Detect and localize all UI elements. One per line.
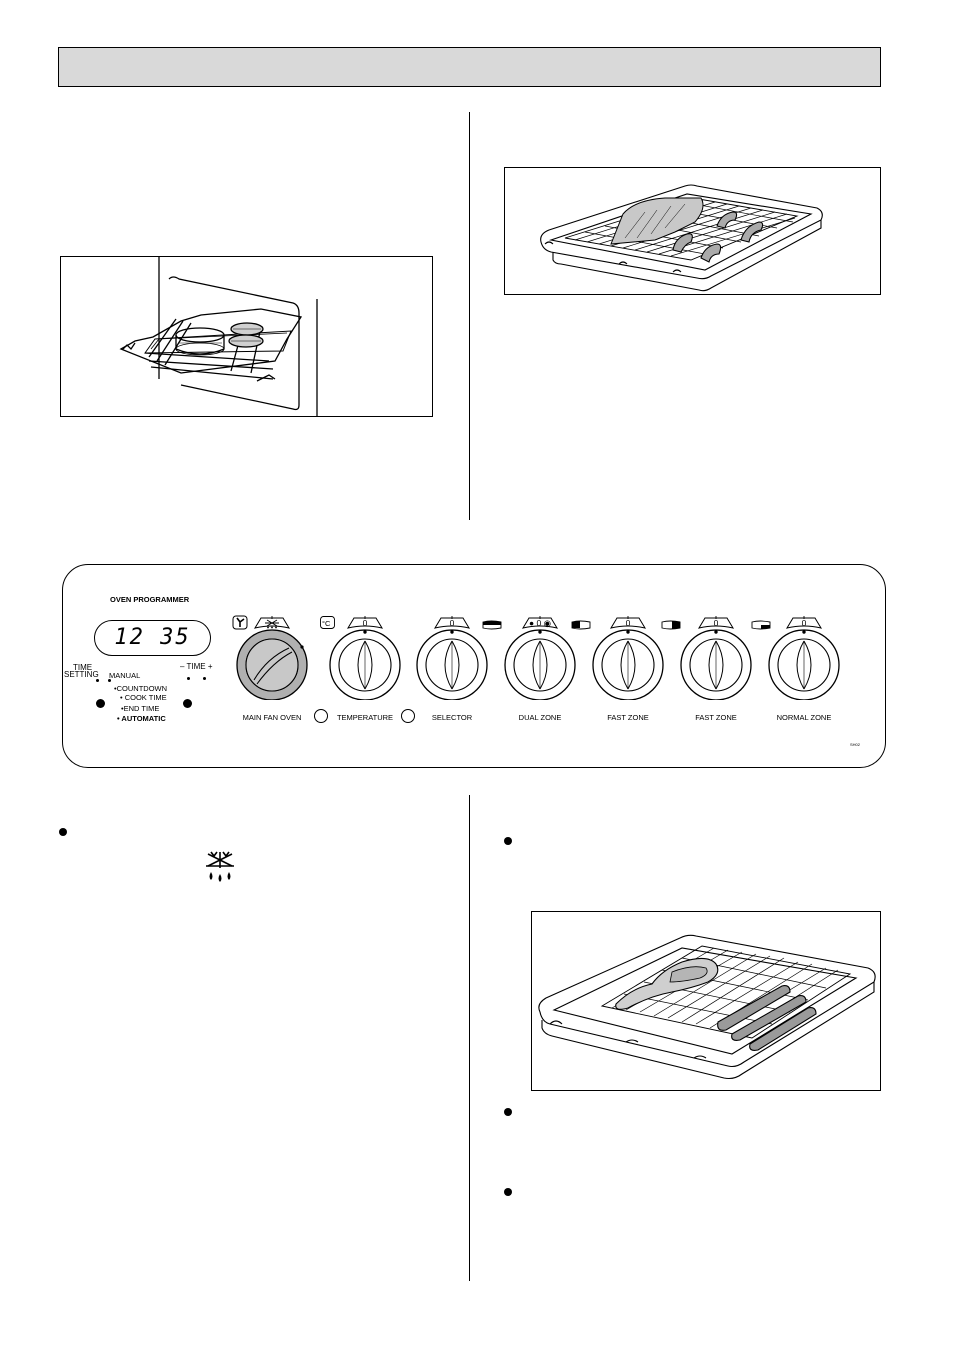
control-knob[interactable]: 0 — [407, 610, 497, 700]
knob-zero-mark: 0 — [363, 618, 368, 628]
dual-zone-ring-icon — [482, 620, 502, 630]
temperature-indicator-light — [401, 709, 415, 723]
bullet-point — [504, 1188, 512, 1196]
mode-manual: MANUAL — [109, 671, 141, 680]
time-adjust-button[interactable] — [183, 699, 192, 708]
time-adjust-label: – TIME + — [180, 662, 213, 671]
control-knob[interactable]: 0 — [583, 610, 673, 700]
control-knob[interactable]: 0 — [320, 610, 410, 700]
programmer-title: OVEN PROGRAMMER — [110, 595, 190, 604]
defrost-icon — [206, 851, 234, 882]
header-bar — [58, 47, 881, 87]
bullet-point — [59, 828, 67, 836]
control-knob[interactable]: ● 0 ◉ — [495, 610, 585, 700]
celsius-icon: °C — [320, 616, 335, 629]
fan-symbol-icon — [232, 615, 248, 630]
control-knob[interactable] — [227, 610, 317, 700]
mode-end-time: •END TIME — [121, 704, 160, 713]
time-setting-label-1: TIME — [73, 663, 93, 672]
knob-label: FAST ZONE — [607, 713, 649, 722]
normal-zone-ring-icon — [751, 620, 771, 630]
fast-zone-ring-icon — [571, 620, 591, 630]
diagram-code: SH02 — [850, 742, 861, 747]
knob-zero-mark: ● 0 ◉ — [529, 618, 552, 628]
fast-zone-ring-icon — [661, 620, 681, 630]
bullet-point — [504, 837, 512, 845]
knob-label: FAST ZONE — [695, 713, 737, 722]
clock-display: 12 35 — [94, 620, 211, 656]
time-setting-indicator-1 — [96, 679, 99, 682]
grill-pan-chop-illustration — [538, 934, 876, 1080]
main-oven-indicator-light — [314, 709, 328, 723]
mode-automatic: • AUTOMATIC — [117, 714, 166, 723]
time-minus-indicator — [187, 677, 190, 680]
control-knob[interactable]: 0 — [759, 610, 849, 700]
knob-zero-mark: 0 — [802, 618, 807, 628]
column-divider-bottom — [469, 795, 470, 1281]
time-setting-label-2: SETTING — [64, 670, 99, 679]
oven-shelf-figure — [60, 256, 433, 417]
knob-zero-mark: 0 — [626, 618, 631, 628]
knob-zero-mark: 0 — [450, 618, 455, 628]
control-knob[interactable]: 0 — [671, 610, 761, 700]
knob-zero-mark: 0 — [714, 618, 719, 628]
grill-pan-fish-illustration — [540, 184, 823, 292]
grill-pan-chop-figure — [531, 911, 881, 1091]
celsius-text: °C — [322, 619, 331, 628]
knob-label: DUAL ZONE — [518, 713, 562, 722]
knob-label: NORMAL ZONE — [776, 713, 832, 722]
mode-countdown: •COUNTDOWN — [114, 684, 168, 693]
time-plus-indicator — [203, 677, 206, 680]
grill-pan-fish-figure — [504, 167, 881, 295]
mode-cook-time: • COOK TIME — [120, 693, 167, 702]
column-divider-top — [469, 112, 470, 520]
knob-label: MAIN FAN OVEN — [242, 713, 302, 722]
time-setting-button[interactable] — [96, 699, 105, 708]
bullet-point — [504, 1108, 512, 1116]
knob-label: SELECTOR — [431, 713, 473, 722]
time-setting-indicator-2 — [108, 679, 111, 682]
knob-label: TEMPERATURE — [336, 713, 394, 722]
oven-shelf-illustration — [119, 257, 318, 416]
